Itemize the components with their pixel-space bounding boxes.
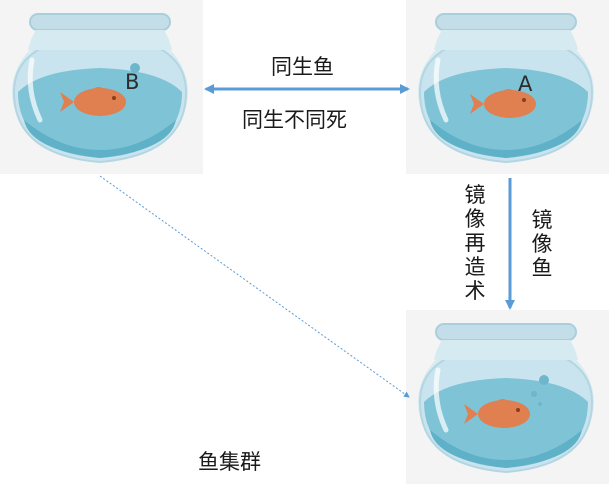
fish-cluster-label: 鱼集群 — [198, 450, 261, 474]
goldfish-icon — [470, 89, 536, 118]
fish-b-label: B — [125, 70, 140, 94]
fish-a-label: A — [518, 72, 533, 96]
mirror-recreation-label: 镜像再造术 — [464, 183, 486, 303]
fishbowl-icon — [418, 13, 594, 164]
bubble-icon — [130, 63, 140, 73]
goldfish-icon — [464, 399, 530, 428]
cluster-arrow — [99, 175, 410, 398]
fishbowl-b: B — [0, 0, 203, 174]
fishbowl-icon — [12, 13, 188, 164]
bubble-icon — [531, 375, 549, 406]
twin-fish-label: 同生鱼 — [271, 55, 334, 79]
fishbowl-a: A — [406, 0, 609, 174]
twin-not-die-label: 同生不同死 — [242, 108, 347, 132]
mirror-fish-label: 镜像鱼 — [531, 208, 553, 280]
goldfish-icon — [60, 87, 126, 116]
fishbowl-mirror — [406, 310, 609, 484]
fishbowl-icon — [418, 323, 594, 474]
